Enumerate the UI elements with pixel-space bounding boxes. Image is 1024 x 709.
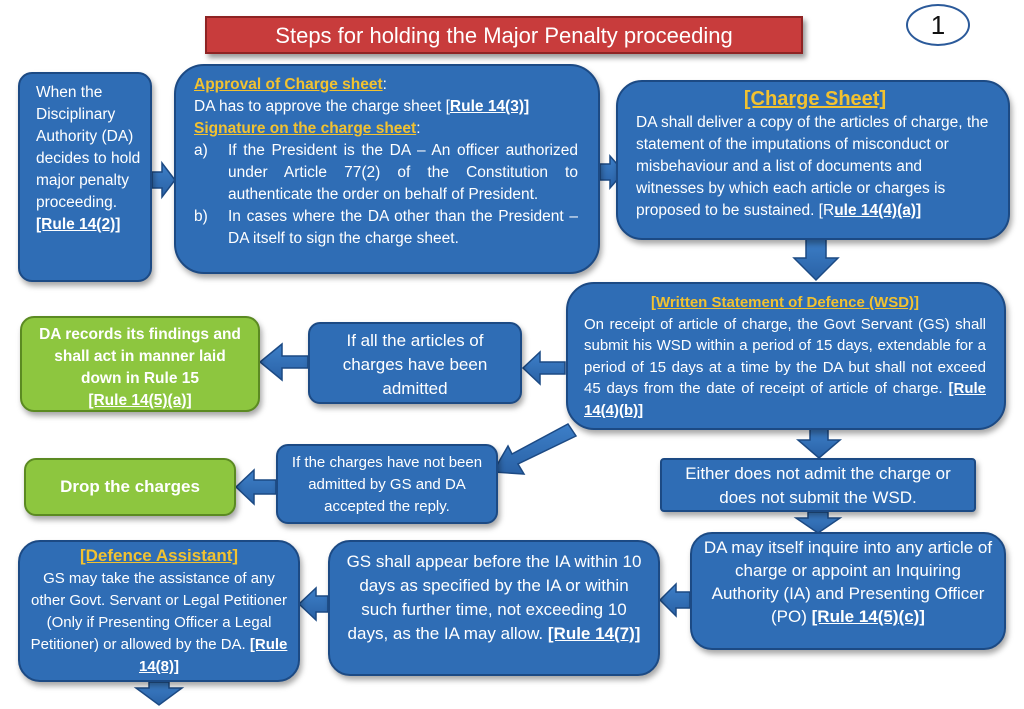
drop-charges-text: Drop the charges: [60, 477, 200, 496]
all-admitted-text: If all the articles of charges have been…: [342, 331, 488, 398]
box-charge-sheet: [Charge Sheet] DA shall deliver a copy o…: [616, 80, 1010, 240]
wsd-rule: [Rule 14(4)(b)]: [584, 380, 986, 419]
charge-sheet-rule: ule 14(4)(a)]: [834, 202, 922, 219]
approval-heading-line: Approval of Charge sheet:: [194, 74, 578, 96]
arrow-down-4: [133, 681, 185, 706]
arrow-diagonal: [491, 423, 578, 475]
page-number-badge: 1: [906, 4, 970, 46]
arrow-down-1: [792, 237, 840, 282]
signature-heading-line: Signature on the charge sheet:: [194, 118, 578, 140]
approval-heading-colon: :: [382, 76, 387, 93]
box-inquire: DA may itself inquire into any article o…: [690, 532, 1006, 650]
box-gs-appear: GS shall appear before the IA within 10 …: [328, 540, 660, 676]
box-defence-assistant: [Defence Assistant] GS may take the assi…: [18, 540, 300, 682]
box-da-decides: When the Disciplinary Authority (DA) dec…: [18, 72, 152, 282]
da-records-text: DA records its findings and shall act in…: [39, 326, 241, 387]
box-approval: Approval of Charge sheet: DA has to appr…: [174, 64, 600, 274]
box-all-admitted: If all the articles of charges have been…: [308, 322, 522, 404]
wsd-text: On receipt of article of charge, the Gov…: [584, 315, 986, 398]
defence-heading: [Defence Assistant]: [79, 546, 239, 565]
not-admitted-text: If the charges have not been admitted by…: [291, 454, 483, 515]
box-drop-charges: Drop the charges: [24, 458, 236, 516]
signature-heading-colon: :: [416, 120, 421, 137]
gs-appear-text: GS shall appear before the IA within 10 …: [346, 552, 642, 643]
box-wsd: [Written Statement of Defence (WSD)] On …: [566, 282, 1006, 430]
charge-sheet-heading: [Charge Sheet]: [743, 88, 887, 110]
signature-list: a) If the President is the DA – An offic…: [194, 140, 578, 250]
page-title: Steps for holding the Major Penalty proc…: [205, 16, 803, 54]
arrow-down-3: [793, 511, 843, 534]
arrow-left-3: [234, 468, 277, 506]
gs-appear-rule: [Rule 14(7)]: [547, 624, 641, 643]
defence-rule: [Rule 14(8)]: [138, 636, 288, 675]
box-not-admitted: If the charges have not been admitted by…: [276, 444, 498, 524]
signature-heading: Signature on the charge sheet: [194, 120, 417, 137]
list-item-text: If the President is the DA – An officer …: [228, 142, 578, 203]
list-item: a) If the President is the DA – An offic…: [194, 140, 578, 206]
list-item-label: a): [194, 142, 208, 159]
arrow-left-4: [658, 582, 691, 618]
approval-rule: Rule 14(3)]: [449, 98, 530, 115]
arrow-down-2: [795, 427, 843, 459]
list-item-text: In cases where the DA other than the Pre…: [228, 208, 578, 247]
inquire-text: DA may itself inquire into any article o…: [703, 538, 993, 626]
approval-text: DA has to approve the charge sheet [: [194, 98, 450, 115]
box-either: Either does not admit the charge or does…: [660, 458, 976, 512]
arrow-left-5: [297, 586, 329, 622]
approval-heading: Approval of Charge sheet: [194, 76, 383, 93]
da-records-rule: [Rule 14(5)(a)]: [88, 392, 192, 409]
list-item: b) In cases where the DA other than the …: [194, 206, 578, 250]
list-item-label: b): [194, 208, 208, 225]
wsd-heading: [Written Statement of Defence (WSD)]: [650, 294, 920, 311]
da-decides-rule: [Rule 14(2)]: [36, 216, 121, 233]
either-text: Either does not admit the charge or does…: [685, 464, 951, 507]
arrow-left-1: [521, 350, 566, 386]
charge-sheet-text: DA shall deliver a copy of the articles …: [636, 114, 989, 219]
inquire-rule: [Rule 14(5)(c)]: [811, 607, 925, 626]
arrow-left-2: [258, 342, 309, 382]
box-da-records: DA records its findings and shall act in…: [20, 316, 260, 412]
da-decides-text: When the Disciplinary Authority (DA) dec…: [36, 84, 141, 211]
arrow-right-1: [151, 160, 176, 200]
defence-text: GS may take the assistance of any other …: [30, 570, 287, 653]
approval-line: DA has to approve the charge sheet [Rule…: [194, 96, 578, 118]
